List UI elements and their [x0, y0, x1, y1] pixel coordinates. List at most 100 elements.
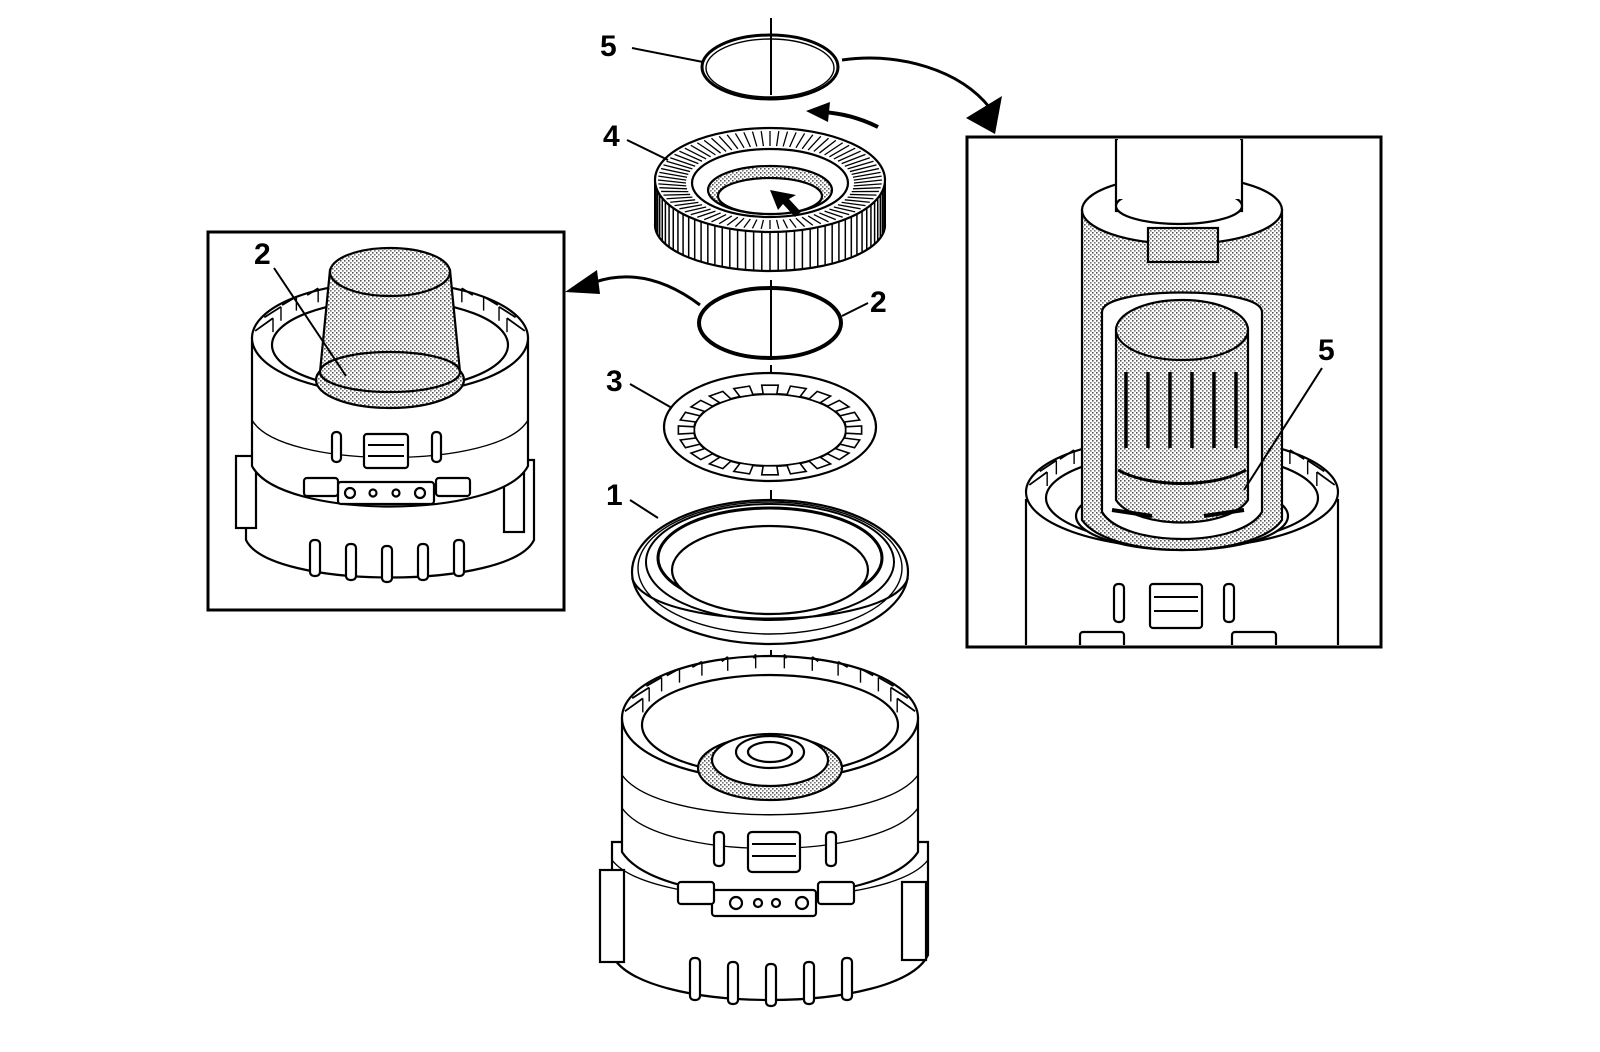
washer-finger — [689, 447, 715, 461]
gear-top-tooth — [829, 144, 850, 158]
spring-washer-leader — [629, 383, 673, 409]
washer-finger — [677, 425, 696, 435]
washer-finger — [689, 399, 715, 413]
top-snap-ring-leader — [631, 47, 704, 63]
right-inset-leader — [1243, 367, 1323, 491]
housing-finger — [666, 667, 680, 677]
gear-top-tooth — [760, 219, 765, 230]
gear-top-tooth — [760, 131, 765, 147]
housing-finger — [721, 656, 729, 663]
arrow-to-left-inset — [594, 275, 701, 307]
gear-top-tooth — [659, 171, 688, 178]
piston-leader — [629, 499, 659, 519]
gear-top-tooth — [844, 199, 870, 203]
gear-top-tooth — [663, 164, 691, 173]
gear-top-tooth — [711, 213, 727, 223]
gear-top-tooth — [726, 134, 739, 150]
gear-top-tooth — [669, 157, 696, 167]
gear-top-tooth — [833, 206, 856, 213]
washer-finger — [825, 399, 851, 413]
washer-finger — [760, 384, 780, 395]
gear-top-tooth — [711, 137, 727, 152]
gear-top-tooth — [789, 218, 797, 229]
gear-top-tooth — [697, 210, 716, 218]
housing-finger — [254, 317, 274, 332]
gear-ring-leader — [626, 139, 669, 161]
gear-top-tooth — [657, 179, 687, 184]
gear-top-tooth — [663, 193, 691, 196]
gear-top-tooth — [674, 153, 699, 165]
housing-finger — [1289, 449, 1305, 460]
gear-top-tooth — [718, 135, 733, 151]
gear-top-tooth — [847, 160, 874, 170]
gear-top-tooth — [853, 175, 882, 181]
gear-top-tooth — [852, 171, 881, 178]
gear-top-tooth — [837, 150, 861, 162]
washer-finger — [838, 437, 862, 449]
gear-top-tooth — [751, 131, 758, 147]
gear-top-tooth — [824, 142, 844, 156]
gear-top-tooth — [837, 204, 861, 210]
washer-finger — [807, 390, 833, 404]
gear-top-tooth — [666, 196, 693, 200]
gear-top-tooth — [775, 219, 780, 230]
gear-top-tooth — [666, 160, 693, 170]
gear-top-tooth — [813, 137, 829, 152]
gear-top-tooth — [853, 183, 882, 187]
gear-top-tooth — [849, 164, 877, 173]
washer-finger — [732, 385, 755, 398]
callout-spring-washer: 3 — [606, 365, 623, 398]
housing-finger — [1059, 449, 1075, 460]
washer-finger — [785, 462, 808, 475]
callout-middle-seal-ring: 2 — [870, 286, 887, 319]
housing-finger — [461, 287, 474, 296]
housing-finger — [837, 660, 849, 668]
washer-finger — [707, 390, 733, 404]
housing-finger — [631, 686, 650, 699]
gear-top-tooth — [813, 213, 829, 223]
gear-top-tooth — [674, 201, 699, 207]
housing-finger — [1039, 459, 1057, 473]
arrow-to-right-inset — [841, 56, 992, 109]
gear-top-tooth — [847, 196, 874, 200]
housing-finger — [890, 686, 909, 699]
gear-top-tooth — [743, 132, 751, 148]
washer-finger — [838, 411, 862, 423]
gear-top-tooth — [734, 133, 745, 149]
gear-ring — [653, 126, 887, 273]
housing-finger — [624, 697, 644, 713]
gear-top-tooth — [726, 216, 739, 226]
gear-top-tooth — [703, 139, 722, 154]
washer-finger — [844, 425, 863, 435]
washer-finger — [760, 465, 780, 476]
gear-top-tooth — [782, 131, 789, 147]
callout-right-inset: 5 — [1318, 334, 1335, 367]
gear-top-tooth — [849, 193, 877, 196]
callout-left-inset: 2 — [254, 238, 271, 271]
gear-top-tooth — [829, 208, 850, 216]
gear-top-tooth — [782, 219, 789, 229]
housing-finger — [483, 295, 499, 306]
gear-top-tooth — [775, 131, 780, 147]
washer-finger — [707, 456, 733, 470]
gear-top-tooth — [684, 206, 707, 213]
callout-top-snap-ring: 5 — [600, 30, 617, 63]
housing-finger — [860, 667, 874, 677]
gear-top-tooth — [841, 153, 866, 165]
gear-top-tooth — [795, 133, 806, 149]
gear-top-tooth — [795, 217, 806, 228]
left-inset-panel — [206, 230, 566, 612]
gear-top-tooth — [852, 187, 881, 190]
gear-top-tooth — [851, 167, 880, 175]
gear-top-tooth — [696, 142, 716, 156]
housing-finger — [645, 676, 663, 687]
washer-finger — [678, 437, 702, 449]
gear-top-tooth — [818, 139, 837, 154]
callout-gear-ring: 4 — [603, 120, 620, 153]
washer-finger — [825, 447, 851, 461]
housing-finger — [306, 287, 319, 296]
gear-top-tooth — [658, 183, 687, 187]
gear-top-tooth — [658, 175, 687, 181]
arrow-head-right-inset — [966, 96, 1002, 134]
